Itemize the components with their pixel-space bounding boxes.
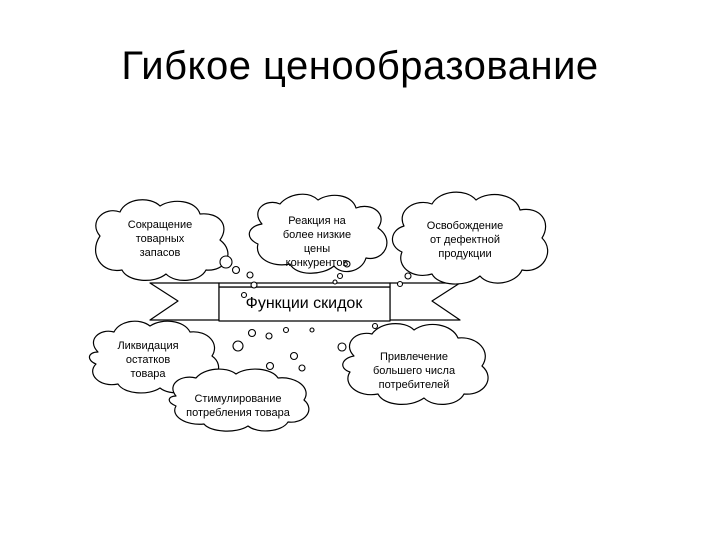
cloud-leftovers-label: Ликвидация остатков товара [117,340,179,380]
bubble [232,340,244,352]
bubble [298,364,306,372]
bubble [289,351,299,361]
bubble [240,291,248,299]
banner-right-tail [389,282,461,321]
bubble [246,271,254,279]
banner-top-strip [218,282,391,288]
bubble [231,265,241,275]
cloud-consumption-stimulation [168,368,310,432]
slide-title: Гибкое ценообразование [121,44,599,88]
cloud-competitor-reaction [248,193,388,274]
bubble [219,255,233,269]
bubble [371,322,379,330]
bubble [309,327,315,333]
bubble [396,280,404,288]
bubble [250,281,258,289]
bubble [337,342,347,352]
bubble [336,272,344,280]
cloud-competitors-label: Реакция на более низкие цены конкурентов [282,215,352,269]
cloud-defective-clearance [391,191,549,285]
bubble [265,361,275,371]
banner-left-tail [149,282,220,321]
cloud-inventory-label: Сокращение товарных запасов [127,219,193,259]
cloud-inventory-reduction [95,199,229,281]
cloud-attract-label: Привлечение большего числа потребителей [372,351,456,391]
bubble [332,279,338,285]
bubble [282,326,290,334]
bubble [343,260,351,268]
bubble [247,328,257,338]
thought-bubbles [219,255,412,372]
cloud-defective-label: Освобождение от дефектной продукции [426,220,504,260]
bubble [404,272,412,280]
banner-label: Функции скидок [245,295,363,312]
cloud-attract-consumers [342,323,489,405]
bubble [265,332,273,340]
cloud-consumption-label: Стимулирование потребления товара [186,393,290,419]
